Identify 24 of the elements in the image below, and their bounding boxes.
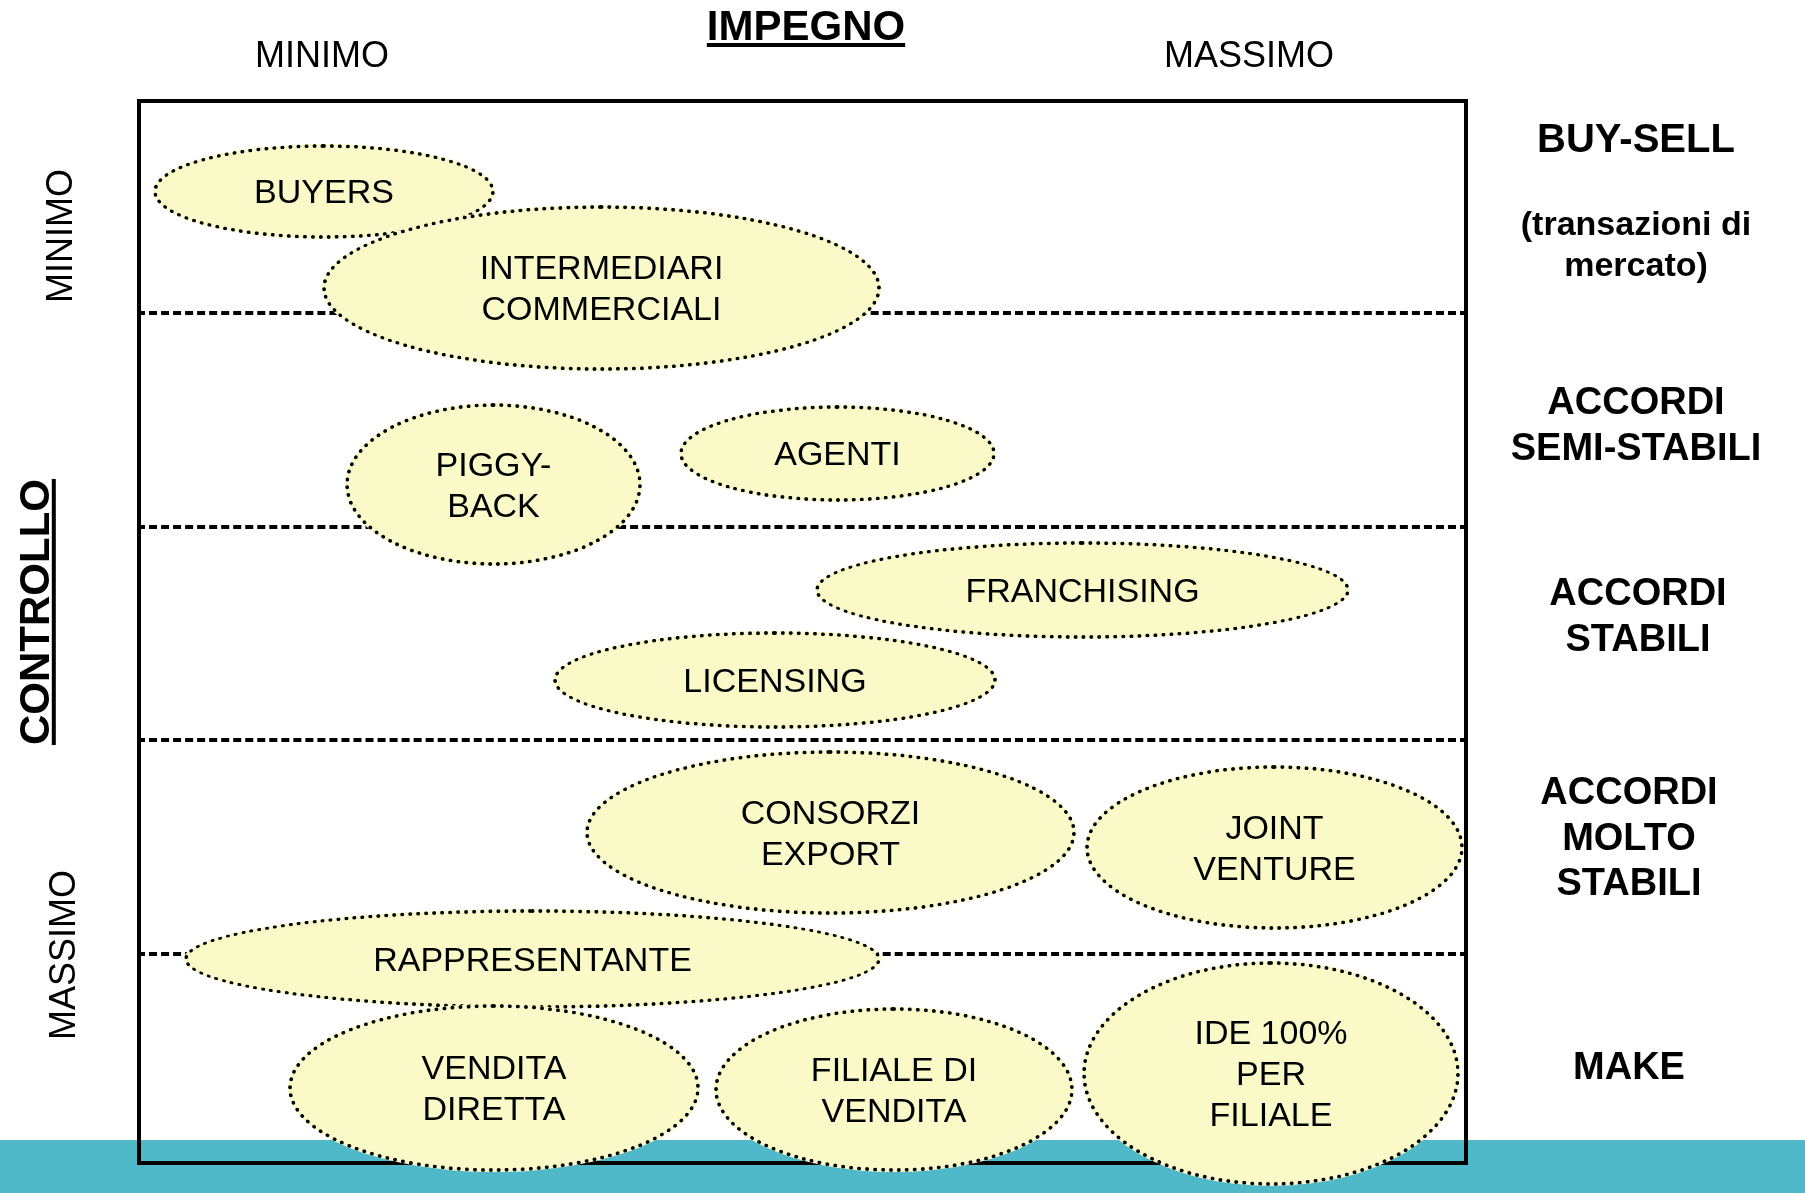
node-text: FRANCHISING [965,569,1200,611]
node-text: CONSORZI EXPORT [739,791,922,874]
node-text: JOINT VENTURE [1192,806,1357,889]
node-text: RAPPRESENTANTE [373,938,692,980]
node-text: INTERMEDIARI COMMERCIALI [478,247,725,329]
category-label: ACCORDI STABILI [1548,570,1728,661]
axis-label: MINIMO [38,169,82,303]
diagram-title: IMPEGNO [705,2,907,50]
category-label: BUY-SELL [1536,115,1736,162]
axis-label: MINIMO [255,33,389,77]
category-label: ACCORDI SEMI-STABILI [1509,379,1763,470]
node-text: FILIALE DI VENDITA [809,1048,979,1131]
axis-label: MASSIMO [1164,33,1334,77]
node-text: IDE 100% PER FILIALE [1193,1012,1349,1135]
node-text: VENDITA DIRETTA [420,1047,568,1129]
node-text: AGENTI [774,433,901,474]
category-note: (transazioni di mercato) [1519,203,1753,285]
node-text: BUYERS [254,171,394,212]
node-text: LICENSING [683,659,867,701]
axis-title: CONTROLLO [9,479,59,745]
axis-label: MASSIMO [41,870,85,1040]
node-text: PIGGY-BACK [434,443,553,526]
category-label: MAKE [1572,1044,1686,1090]
category-label: ACCORDI MOLTO STABILI [1539,768,1719,905]
